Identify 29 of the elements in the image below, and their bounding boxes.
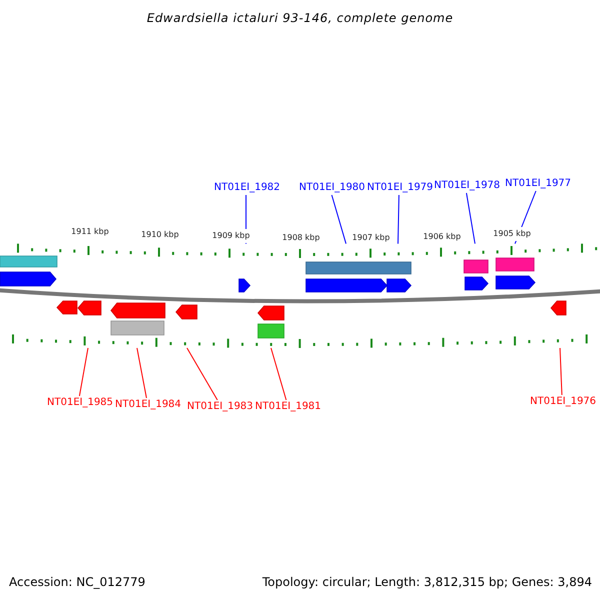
leader-line — [466, 192, 476, 244]
gene-label: NT01EI_1977 — [505, 177, 569, 191]
gene-label: NT01EI_1976 — [530, 395, 594, 409]
scale-label: 1906 kbp — [422, 230, 462, 244]
scale-label: 1905 kbp — [492, 227, 532, 241]
gene-label: NT01EI_1982 — [214, 181, 278, 195]
title: Edwardsiella ictaluri 93-146, complete genome — [146, 11, 454, 25]
gene-label: NT01EI_1978 — [434, 179, 498, 193]
gene-label: NT01EI_1979 — [367, 181, 431, 195]
gene-label: NT01EI_1980 — [299, 181, 363, 195]
accession-text: Accession: NC_012779 — [9, 575, 146, 589]
gene-label: NT01EI_1985 — [47, 396, 111, 410]
leader-line — [186, 348, 218, 400]
leader-line — [78, 348, 88, 396]
leader-line — [398, 194, 400, 244]
gene-label: NT01EI_1981 — [255, 400, 319, 414]
scale-ticks — [12, 334, 588, 348]
gene-label: NT01EI_1983 — [187, 400, 251, 414]
leader-line — [331, 194, 346, 244]
scale-label: 1909 kbp — [211, 229, 251, 243]
genome-info-text: Topology: circular; Length: 3,812,315 bp; Genes: 3,894 — [262, 575, 592, 589]
scale-label: 1910 kbp — [140, 228, 180, 242]
scale-label: 1911 kbp — [70, 225, 110, 239]
scale-label: 1908 kbp — [281, 231, 321, 245]
leader-line — [560, 348, 562, 396]
scale-label: 1907 kbp — [351, 231, 391, 245]
leader-line — [136, 348, 147, 398]
scale-ticks — [17, 244, 598, 258]
gene-label: NT01EI_1984 — [115, 398, 179, 412]
